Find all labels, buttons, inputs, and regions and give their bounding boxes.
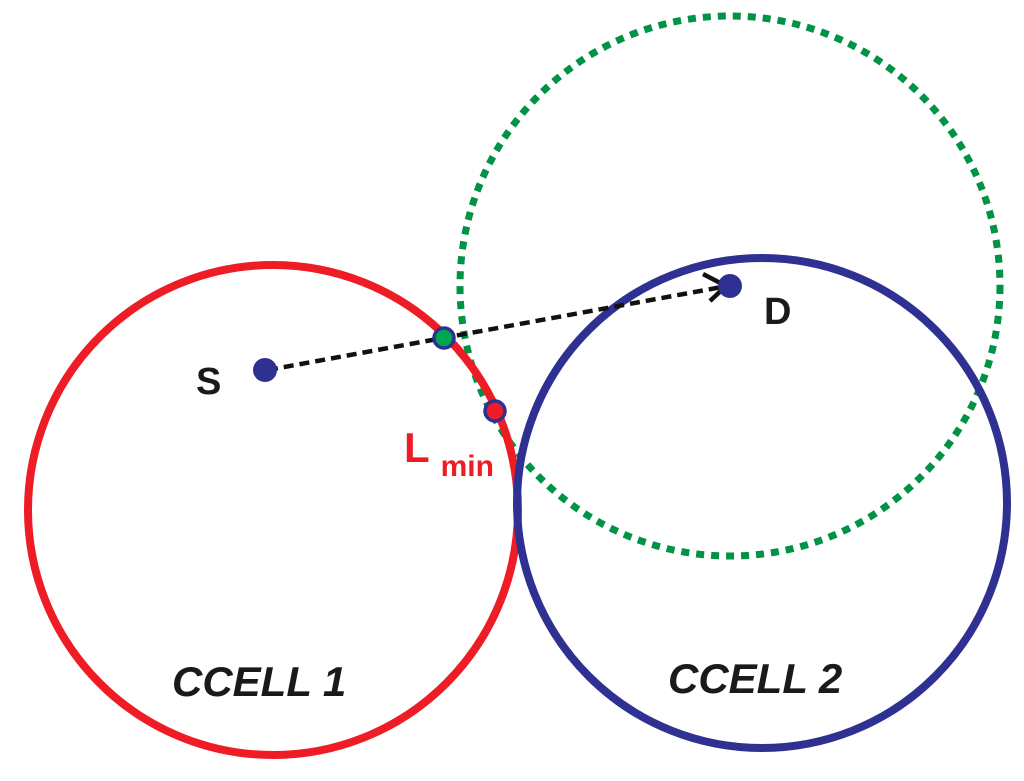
handoff-point	[432, 326, 456, 350]
coverage-circle	[456, 12, 1004, 560]
cell1-label: CCELL 1	[172, 658, 346, 705]
lmin-label-subscript: min	[441, 450, 494, 483]
source-label: S	[196, 361, 221, 403]
path-arrow	[267, 284, 723, 373]
lmin-point	[483, 399, 507, 423]
cell2-circle	[513, 254, 1011, 752]
source-node	[253, 358, 277, 382]
cell2-label: CCELL 2	[668, 655, 842, 702]
lmin-label-main: L	[404, 424, 429, 471]
destination-label: D	[764, 291, 791, 333]
lmin-label: L min	[404, 424, 494, 483]
destination-node	[718, 274, 742, 298]
